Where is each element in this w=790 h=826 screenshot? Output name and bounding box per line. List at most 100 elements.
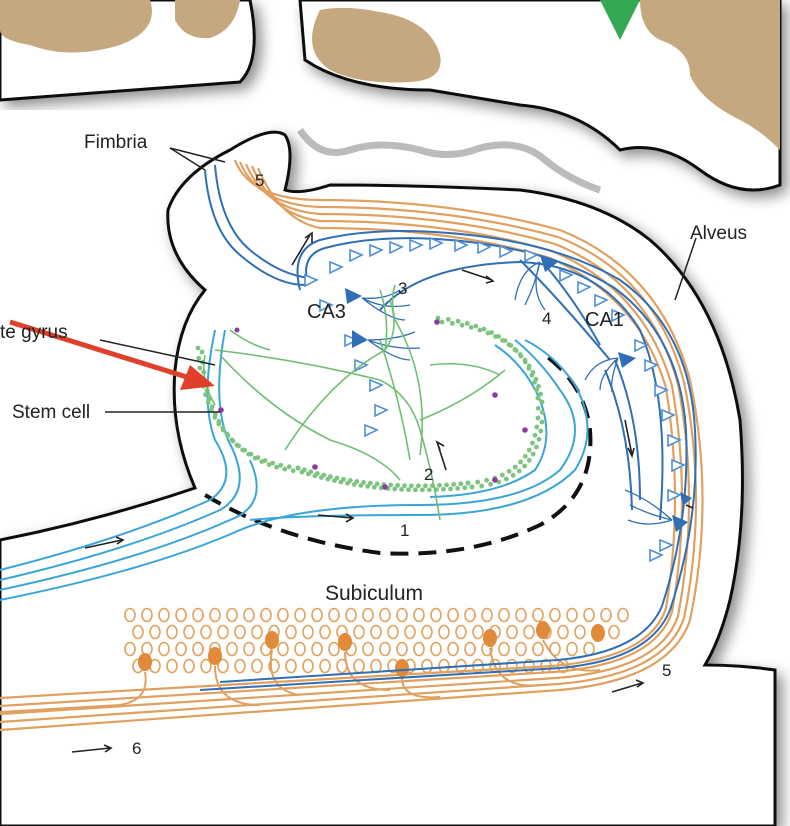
subiculum-cell xyxy=(328,607,340,623)
granule-cell xyxy=(539,409,545,415)
granule-cell xyxy=(506,342,512,348)
subiculum-cell xyxy=(515,607,527,623)
subiculum-cell xyxy=(566,641,578,657)
green-triangle-icon xyxy=(600,0,640,40)
pyramidal-neuron xyxy=(524,248,539,263)
subiculum-cell xyxy=(209,607,221,623)
pyramidal-neuron xyxy=(409,238,424,253)
granule-cell xyxy=(248,451,254,457)
granule-cell xyxy=(328,474,333,479)
granule-cell xyxy=(449,320,455,326)
granule-cell xyxy=(278,462,284,468)
granule-cell xyxy=(455,485,461,491)
granule-cell xyxy=(225,433,231,439)
granule-cell xyxy=(197,365,203,371)
label-ca3: CA3 xyxy=(307,301,346,323)
pyramidal-neuron xyxy=(329,260,344,275)
subiculum-cell xyxy=(438,658,450,674)
subiculum-cell xyxy=(192,641,204,657)
subiculum-cell xyxy=(532,607,544,623)
granule-cell xyxy=(399,487,404,492)
granule-cell xyxy=(535,395,541,401)
subiculum-cell xyxy=(243,641,255,657)
subiculum-cell xyxy=(506,624,518,640)
granule-cell xyxy=(236,443,242,449)
pyramidal-neuron xyxy=(661,408,676,423)
pyramidal-neuron xyxy=(559,268,574,283)
pyramidal-neuron xyxy=(611,308,626,323)
subiculum-cell xyxy=(557,624,569,640)
granule-cell xyxy=(451,481,457,487)
granule-cell xyxy=(465,480,471,486)
pyramidal-neuron xyxy=(594,293,609,308)
granule-cell xyxy=(426,487,432,493)
subiculum-cell xyxy=(311,607,323,623)
subiculum-cell xyxy=(200,624,212,640)
granule-cell xyxy=(409,483,414,489)
subiculum-cell xyxy=(362,641,374,657)
granule-cell xyxy=(290,468,296,474)
subiculum-cell xyxy=(319,624,331,640)
subiculum-cell xyxy=(141,607,153,623)
subiculum-cell xyxy=(183,624,195,640)
subiculum-cell xyxy=(447,641,459,657)
subiculum-cell xyxy=(464,607,476,623)
pyramidal-neuron xyxy=(654,383,669,398)
granule-cell xyxy=(367,480,373,486)
pyramidal-neuron xyxy=(644,358,659,373)
subiculum-cell xyxy=(175,607,187,623)
granule-cell xyxy=(266,462,272,467)
granule-cell xyxy=(468,324,474,330)
subiculum-cell xyxy=(574,624,586,640)
subiculum-cell xyxy=(549,641,561,657)
granule-cell xyxy=(481,326,487,332)
hippocampal-fissure xyxy=(203,353,593,556)
subiculum-cell xyxy=(328,641,340,657)
subiculum-cell xyxy=(345,607,357,623)
top-cortex-section xyxy=(0,0,782,194)
subiculum-cell xyxy=(430,607,442,623)
subiculum-cell xyxy=(413,641,425,657)
subiculum-cell xyxy=(430,641,442,657)
subiculum-cell xyxy=(515,641,527,657)
pyramidal-neuron xyxy=(349,248,364,263)
granule-cell xyxy=(526,363,532,369)
granule-cell xyxy=(526,457,532,463)
granule-cell xyxy=(539,399,545,405)
subiculum-cell xyxy=(226,641,238,657)
granule-cell xyxy=(459,322,465,328)
number-5-top: 5 xyxy=(255,171,265,190)
granule-cell xyxy=(503,476,509,482)
subiculum-cell xyxy=(464,641,476,657)
granule-cell xyxy=(526,447,532,453)
subiculum-cell xyxy=(472,624,484,640)
subiculum-cell xyxy=(319,658,331,674)
granule-cell xyxy=(532,432,538,438)
pyramidal-neuron xyxy=(389,240,404,255)
subiculum-cell xyxy=(353,624,365,640)
subiculum-cell xyxy=(455,624,467,640)
subiculum-cell xyxy=(413,607,425,623)
granule-cell xyxy=(510,472,516,478)
pyramidal-neuron xyxy=(369,378,384,393)
granule-cell xyxy=(255,455,261,460)
label-fimbria: Fimbria xyxy=(84,132,148,153)
label-ca1: CA1 xyxy=(585,309,624,331)
granule-cell xyxy=(534,444,539,450)
granule-cell xyxy=(212,414,218,420)
granule-cell xyxy=(538,428,544,434)
number-3: 3 xyxy=(398,279,408,298)
pyramidal-neuron xyxy=(577,280,592,295)
subiculum-cell xyxy=(370,624,382,640)
subiculum-cell xyxy=(268,658,280,674)
granule-cell xyxy=(464,320,470,326)
ca-neurons-filled xyxy=(345,255,692,532)
granule-cell xyxy=(488,481,493,487)
subiculum-cell xyxy=(277,641,289,657)
granule-cell xyxy=(535,415,541,421)
pyramidal-neuron xyxy=(304,273,319,288)
subiculum-cell xyxy=(421,624,433,640)
granule-cell xyxy=(530,451,536,457)
number-5-bottom: 5 xyxy=(662,661,672,680)
granule-cell xyxy=(536,383,541,389)
